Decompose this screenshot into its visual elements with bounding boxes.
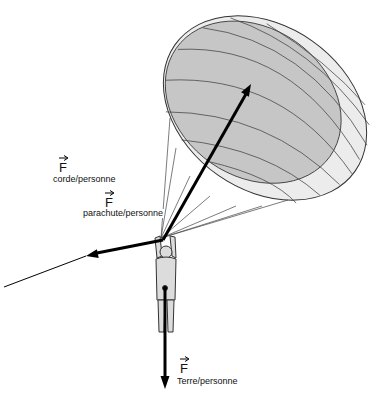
vector-arrow: [179, 356, 191, 362]
force-vectors: [86, 84, 251, 389]
force-subscript: corde/personne: [52, 175, 117, 184]
rope: [4, 256, 86, 287]
force-subscript: parachute/personne: [82, 209, 164, 218]
force-symbol: F: [179, 362, 189, 375]
force-symbol: F: [58, 161, 68, 174]
force-subscript: Terre/personne: [176, 377, 239, 386]
force-symbol: F: [104, 196, 114, 209]
vector-arrow: [104, 190, 116, 196]
suspension-lines: [161, 118, 288, 238]
canopy: [128, 0, 371, 238]
vector-arrow: [58, 155, 70, 161]
